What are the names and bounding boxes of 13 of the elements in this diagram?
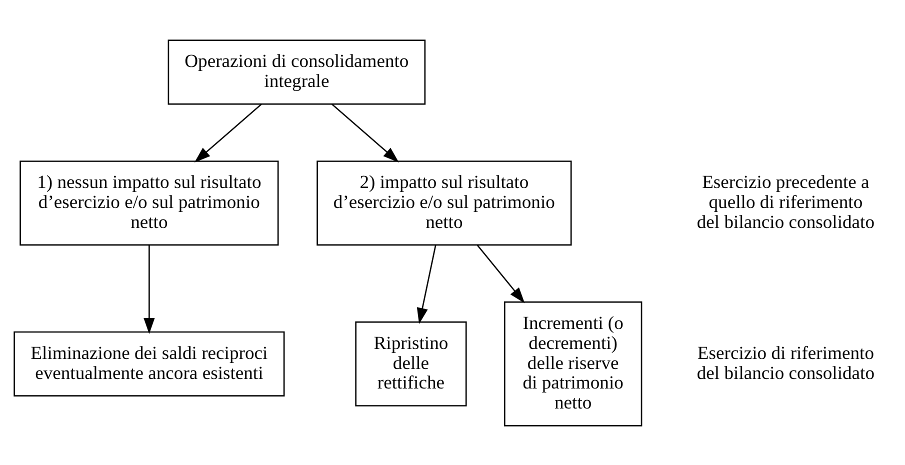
- label: Esercizio precedente a quello di riferimento del bilancio consolidato: [696, 172, 875, 232]
- node-box: Incrementi (o decrementi) delle riserve di patrimonio netto: [504, 300, 642, 426]
- arrow: [144, 244, 155, 334]
- node-box: Operazioni di consolidamento integrale: [168, 39, 426, 104]
- arrow: [416, 244, 436, 324]
- node-box: 1) nessun impatto sul risultato d’esercizio e/o sul patrimonio netto: [20, 160, 279, 246]
- node-box: Ripristino delle rettifiche: [355, 320, 467, 406]
- arrow: [194, 103, 262, 162]
- node-box: 2) impatto sul risultato d’esercizio e/o sul patrimonio netto: [316, 160, 572, 246]
- node-box: Eliminazione dei saldi reciproci eventualmente ancora esistenti: [14, 330, 285, 396]
- label: Esercizio di riferimento del bilancio consolidato: [696, 342, 875, 384]
- arrow: [476, 244, 525, 303]
- arrow: [332, 103, 399, 162]
